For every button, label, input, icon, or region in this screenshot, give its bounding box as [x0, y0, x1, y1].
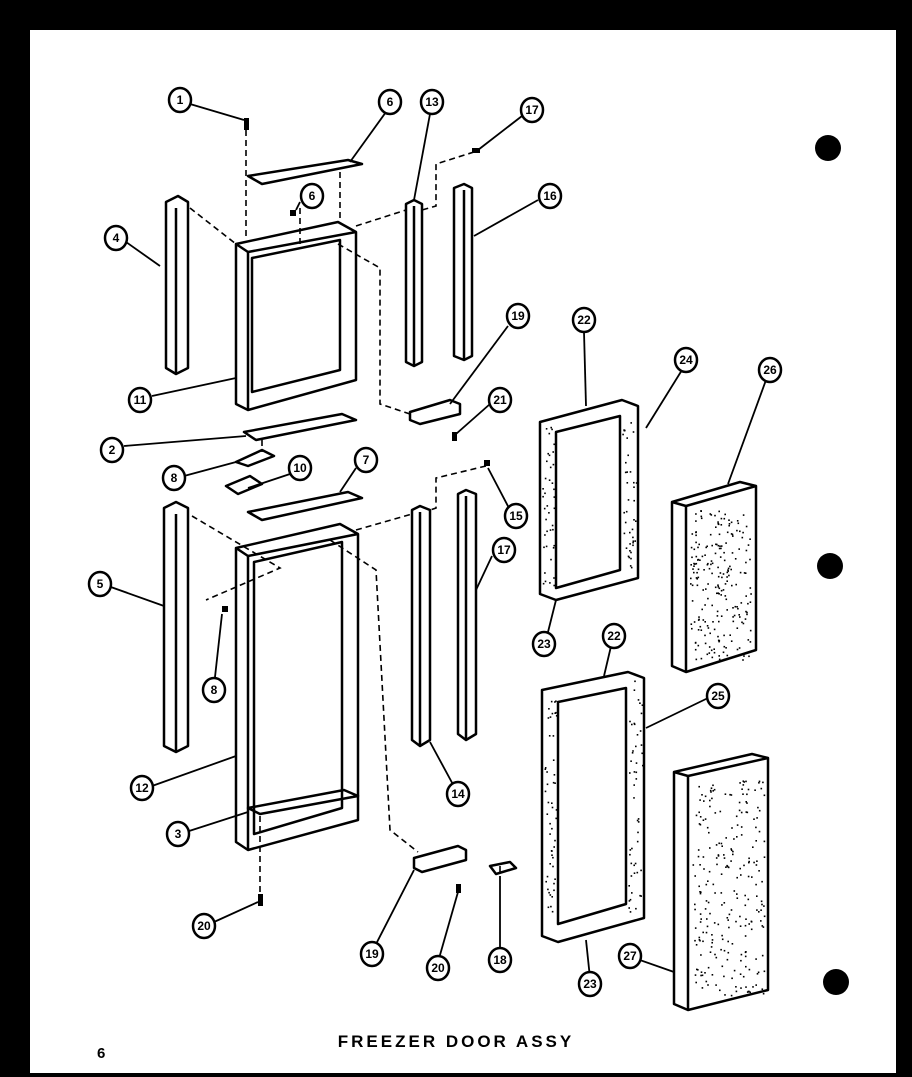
callout-20: 20 [191, 912, 217, 940]
side-rail-part-17 [456, 488, 478, 742]
callout-26: 26 [757, 356, 783, 384]
callout-6: 6 [377, 88, 403, 116]
callout-6: 6 [299, 182, 325, 210]
top-bracket-part-6 [246, 158, 364, 186]
callout-number: 8 [211, 683, 218, 697]
callout-23: 23 [577, 970, 603, 998]
fasteners [222, 118, 490, 906]
panel-speckle-texture [542, 422, 766, 997]
callout-number: 25 [711, 689, 725, 703]
callout-15: 15 [503, 502, 529, 530]
callout-number: 12 [135, 781, 149, 795]
clip-part-18 [488, 860, 518, 876]
callout-12: 12 [129, 774, 155, 802]
callout-number: 11 [134, 393, 147, 407]
callout-19: 19 [505, 302, 531, 330]
callout-number: 19 [511, 309, 525, 323]
callout-number: 21 [493, 393, 507, 407]
callout-2: 2 [99, 436, 125, 464]
callout-number: 26 [763, 363, 777, 377]
callout-number: 16 [543, 189, 557, 203]
bottom-bracket-part-3 [246, 788, 360, 816]
callout-17: 17 [491, 536, 517, 564]
callout-number: 19 [365, 947, 379, 961]
callout-19: 19 [359, 940, 385, 968]
callout-5: 5 [87, 570, 113, 598]
callout-1: 1 [167, 86, 193, 114]
callout-number: 5 [97, 577, 104, 591]
side-rail-part-14 [410, 504, 432, 748]
callout-number: 20 [431, 961, 445, 975]
callout-20: 20 [425, 954, 451, 982]
side-rail-part-5 [162, 500, 190, 754]
lower-door-frame-part-12 [234, 522, 360, 852]
callout-13: 13 [419, 88, 445, 116]
callout-10: 10 [287, 454, 313, 482]
hinge-part-19-lower [412, 844, 468, 874]
callout-22: 22 [571, 306, 597, 334]
callout-8: 8 [201, 676, 227, 704]
callout-number: 24 [679, 353, 693, 367]
callout-number: 18 [493, 953, 507, 967]
side-rail-part-4 [164, 194, 190, 376]
callout-16: 16 [537, 182, 563, 210]
top-bracket-part-7 [246, 490, 364, 522]
callout-number: 2 [109, 443, 116, 457]
callout-3: 3 [165, 820, 191, 848]
callout-number: 14 [451, 787, 465, 801]
callout-17: 17 [519, 96, 545, 124]
callout-number: 13 [425, 95, 439, 109]
insulation-panel-part-27 [672, 752, 770, 1012]
callout-number: 23 [583, 977, 597, 991]
hinge-part-19-upper [408, 398, 462, 426]
callout-number: 6 [387, 95, 394, 109]
callout-11: 11 [127, 386, 153, 414]
callout-number: 27 [623, 949, 637, 963]
page-number: 6 [97, 1045, 106, 1062]
door-gasket-part-25 [540, 670, 646, 944]
callout-number: 6 [309, 189, 316, 203]
side-rail-part-13 [404, 198, 424, 368]
spacer-part-9 [234, 448, 276, 468]
callout-number: 1 [177, 93, 184, 107]
insulation-panel-part-26 [670, 480, 758, 674]
callout-25: 25 [705, 682, 731, 710]
leader-lines [107, 103, 767, 979]
door-gasket-part-24 [538, 398, 640, 602]
callout-14: 14 [445, 780, 471, 808]
callout-number: 23 [537, 637, 551, 651]
callout-23: 23 [531, 630, 557, 658]
callout-number: 22 [577, 313, 591, 327]
diagram-title: FREEZER DOOR ASSY [337, 1032, 575, 1051]
callout-8: 8 [161, 464, 187, 492]
callout-18: 18 [487, 946, 513, 974]
callout-number: 3 [175, 827, 182, 841]
callout-number: 7 [363, 453, 370, 467]
callout-22: 22 [601, 622, 627, 650]
binder-holes [815, 135, 849, 995]
side-rail-part-16 [452, 182, 474, 362]
callout-27: 27 [617, 942, 643, 970]
callout-number: 17 [525, 103, 539, 117]
callout-number: 17 [497, 543, 511, 557]
upper-door-frame-part-11 [234, 220, 358, 412]
callout-number: 22 [607, 629, 621, 643]
callout-number: 20 [197, 919, 211, 933]
assembly-lines [189, 130, 501, 894]
callout-7: 7 [353, 446, 379, 474]
callout-24: 24 [673, 346, 699, 374]
callout-21: 21 [487, 386, 513, 414]
callout-number: 4 [113, 231, 120, 245]
callout-4: 4 [103, 224, 129, 252]
callout-number: 15 [509, 509, 523, 523]
callout-number: 10 [293, 461, 307, 475]
callout-number: 8 [171, 471, 178, 485]
bottom-bracket-part-2 [242, 412, 358, 442]
